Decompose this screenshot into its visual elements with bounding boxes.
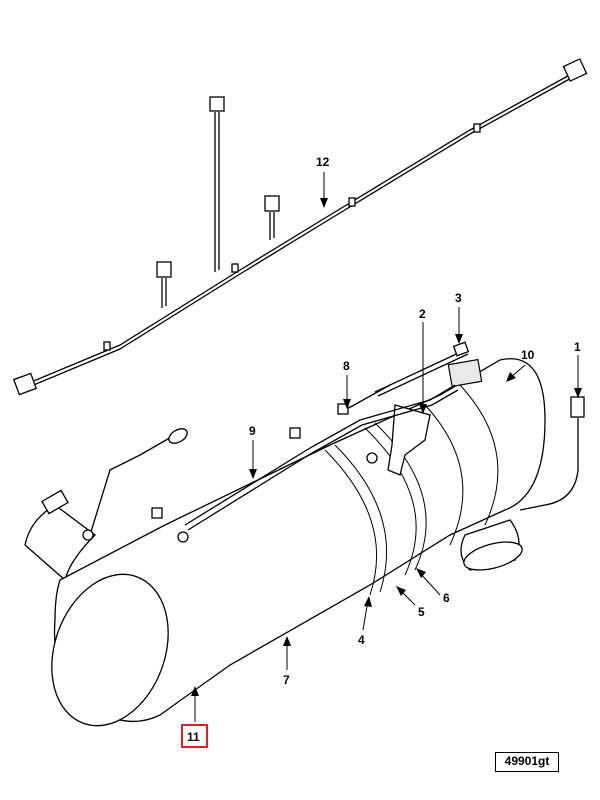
wiring-harness xyxy=(12,58,588,396)
callout-labels: 1 2 3 4 5 6 7 8 9 10 11 12 xyxy=(187,155,581,744)
callout-2: 2 xyxy=(419,307,426,321)
callout-6: 6 xyxy=(443,591,450,605)
reference-code: 49901gt xyxy=(495,752,559,772)
aftertreatment-assembly xyxy=(24,341,585,727)
callout-11: 11 xyxy=(187,730,200,744)
callout-5: 5 xyxy=(418,605,425,619)
callout-10: 10 xyxy=(521,348,535,362)
callout-4: 4 xyxy=(358,633,365,647)
callout-8: 8 xyxy=(343,359,350,373)
callout-1: 1 xyxy=(574,340,581,354)
callout-9: 9 xyxy=(249,424,256,438)
callout-3: 3 xyxy=(455,291,462,305)
callout-7: 7 xyxy=(283,673,290,687)
highlighted-callout-frame xyxy=(181,724,208,748)
callout-leaders xyxy=(191,172,582,722)
callout-12: 12 xyxy=(316,155,330,169)
